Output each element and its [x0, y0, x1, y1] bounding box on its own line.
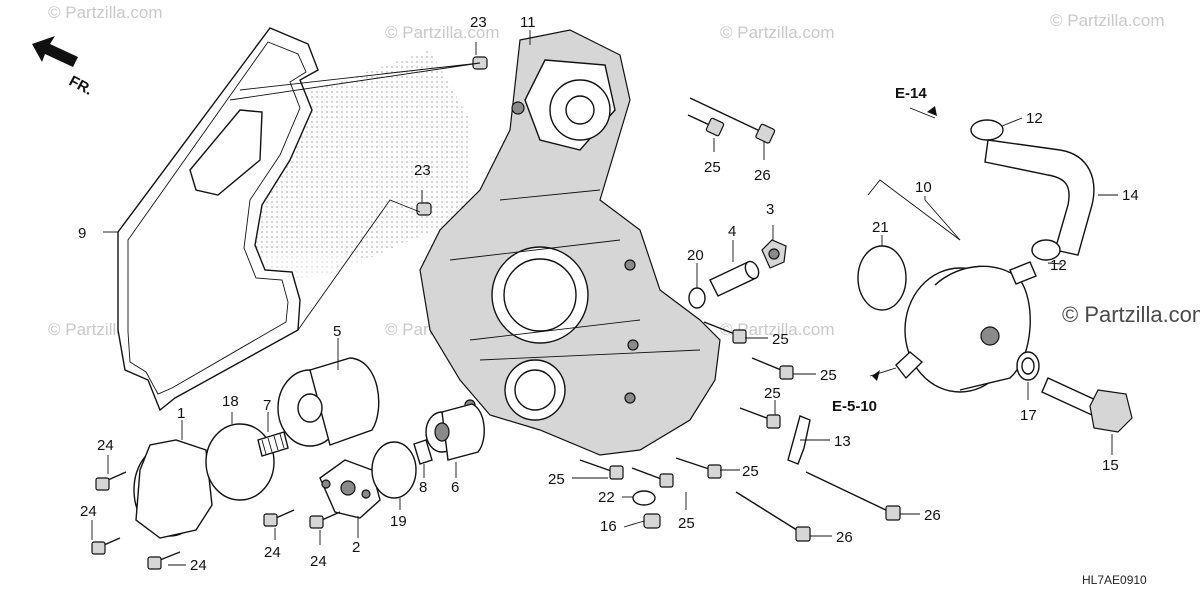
callout-25: 25 [820, 367, 837, 384]
callout-12: 12 [1050, 257, 1067, 274]
diagram-code: HL7AE0910 [1082, 573, 1147, 587]
bolt-group-filter-cover [91, 471, 341, 570]
callout-23: 23 [414, 162, 431, 179]
callout-4: 4 [728, 223, 736, 240]
filter-housing-part-2 [319, 459, 381, 519]
callout-9: 9 [78, 225, 86, 242]
watermark: © Partzilla.com [385, 23, 500, 42]
o-ring-part-18 [205, 423, 275, 501]
callout-20: 20 [687, 247, 704, 264]
oil-filter-part-5 [277, 357, 380, 447]
o-ring-part-19 [371, 441, 417, 499]
plug-part-16 [643, 513, 661, 529]
callout-26: 26 [754, 167, 771, 184]
filter-cover-part-1 [133, 439, 213, 539]
front-direction-label: FR. [66, 73, 95, 99]
reference-labels: E-14 E-5-10 [832, 85, 937, 415]
strainer-part-6 [425, 403, 485, 461]
callout-14: 14 [1122, 187, 1139, 204]
callout-1: 1 [177, 405, 185, 422]
callouts: 9 23 23 11 25 26 12 14 12 10 21 3 4 20 1… [78, 14, 1139, 574]
callout-24: 24 [80, 503, 97, 520]
callout-22: 22 [598, 489, 615, 506]
washer-part-17 [1016, 351, 1040, 381]
callout-21: 21 [872, 219, 889, 236]
callout-25: 25 [772, 331, 789, 348]
callout-25: 25 [548, 471, 565, 488]
callout-8: 8 [419, 479, 427, 496]
callout-25: 25 [742, 463, 759, 480]
watermark: © Partzilla.com [1050, 11, 1165, 30]
callout-15: 15 [1102, 457, 1119, 474]
callout-2: 2 [352, 539, 360, 556]
crankcase-cover-part-11 [419, 29, 721, 456]
callout-25: 25 [678, 515, 695, 532]
watermark: © Partzilla.com [48, 3, 163, 22]
callout-16: 16 [600, 518, 617, 535]
spring-part-8 [413, 439, 433, 465]
gasket-part-9 [117, 27, 319, 412]
callout-25: 25 [764, 385, 781, 402]
callout-26: 26 [836, 529, 853, 546]
callout-7: 7 [263, 397, 271, 414]
callout-17: 17 [1020, 407, 1037, 424]
bolt-group-upper [687, 97, 776, 144]
watermark: © Partzilla.com [720, 23, 835, 42]
hose-part-14 [984, 139, 1095, 256]
dowel-pin-part-23 [416, 56, 488, 216]
bracket-part-13 [787, 415, 811, 465]
watermark: © Partzilla.com [720, 320, 835, 339]
callout-24: 24 [264, 544, 281, 561]
sleeve-part-4 [709, 260, 760, 297]
callout-10: 10 [915, 179, 932, 196]
callout-5: 5 [333, 323, 341, 340]
banjo-bolt-part-15 [1041, 377, 1133, 433]
callout-13: 13 [834, 433, 851, 450]
clamp-part-12 [970, 119, 1061, 261]
callout-11: 11 [520, 14, 536, 31]
callout-25: 25 [704, 159, 721, 176]
callout-24: 24 [190, 557, 207, 574]
spring-part-7 [257, 431, 289, 457]
callout-24: 24 [310, 553, 327, 570]
o-ring-part-20 [688, 287, 706, 309]
callout-26: 26 [924, 507, 941, 524]
callout-18: 18 [222, 393, 239, 410]
callout-19: 19 [390, 513, 407, 530]
front-direction-arrow: FR. [32, 36, 95, 99]
washer-part-22 [632, 490, 656, 506]
ref-e510: E-5-10 [832, 398, 877, 415]
ref-e14: E-14 [895, 85, 927, 102]
o-ring-part-21 [857, 245, 907, 311]
watermark-large: © Partzilla.com [1062, 302, 1200, 327]
watermarks: © Partzilla.com © Partzilla.com © Partzi… [48, 3, 1200, 339]
callout-12: 12 [1026, 110, 1043, 127]
callout-3: 3 [766, 201, 774, 218]
plug-part-3 [761, 239, 787, 269]
bolt-group-lower [579, 321, 901, 542]
callout-6: 6 [451, 479, 459, 496]
callout-24: 24 [97, 437, 114, 454]
callout-23: 23 [470, 14, 487, 31]
oil-cooler-part-10 [895, 261, 1037, 393]
